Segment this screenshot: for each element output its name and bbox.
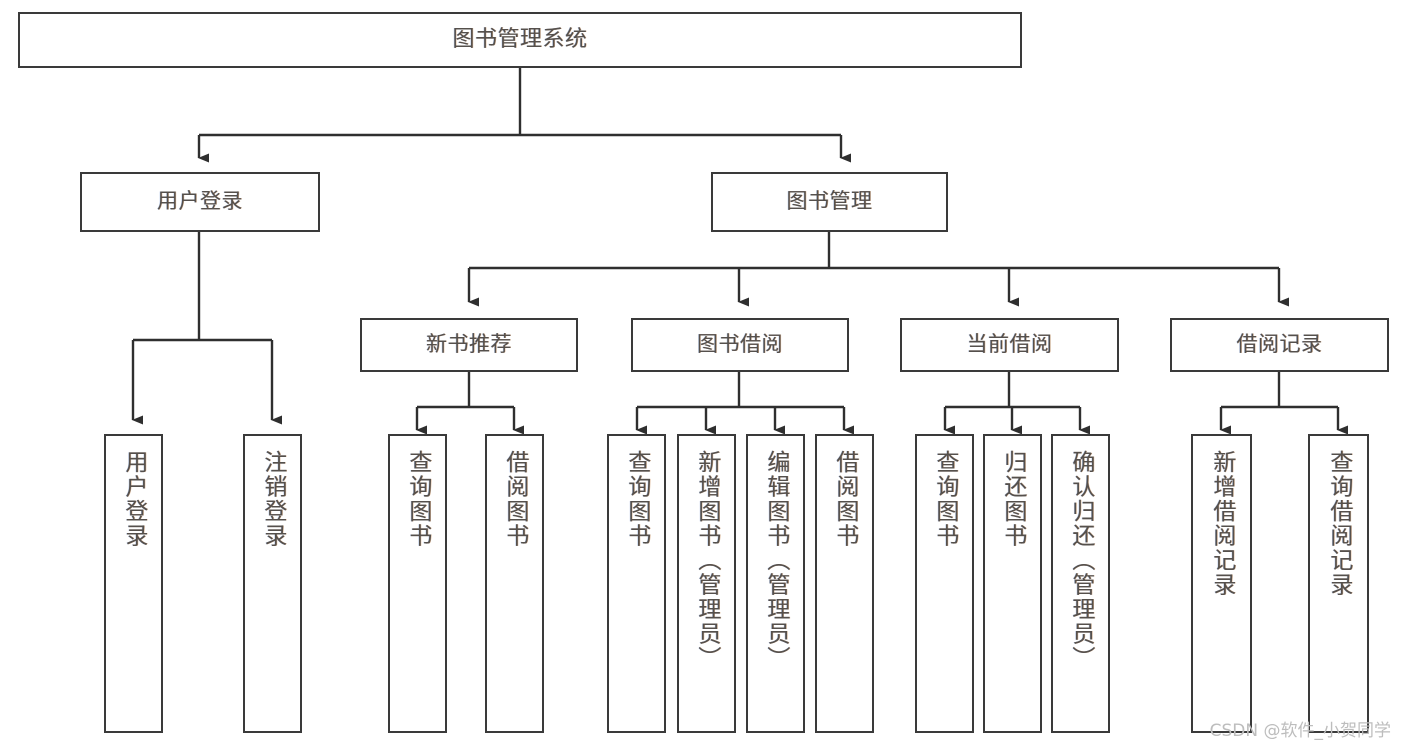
node-leaf-query-book-3[interactable]: 查询图书 <box>915 434 974 733</box>
node-label: 新增借阅记录 <box>1208 450 1235 597</box>
node-leaf-borrow-book-1[interactable]: 借阅图书 <box>485 434 544 733</box>
node-borrowing-record[interactable]: 借阅记录 <box>1170 318 1389 372</box>
node-label: 查询图书 <box>404 450 431 548</box>
node-label: 当前借阅 <box>966 332 1053 357</box>
node-leaf-add-borrow-record[interactable]: 新增借阅记录 <box>1191 434 1252 733</box>
node-leaf-user-logout[interactable]: 注销登录 <box>243 434 302 733</box>
node-book-management[interactable]: 图书管理 <box>711 172 948 232</box>
node-label: 新增图书（管理员） <box>693 450 720 671</box>
node-label: 借阅图书 <box>501 450 528 548</box>
node-label: 编辑图书（管理员） <box>762 450 789 671</box>
node-label: 图书借阅 <box>697 332 783 357</box>
node-leaf-query-book-1[interactable]: 查询图书 <box>388 434 447 733</box>
node-book-borrowing[interactable]: 图书借阅 <box>631 318 849 372</box>
node-label: 图书管理 <box>786 189 873 214</box>
node-leaf-query-borrow-record[interactable]: 查询借阅记录 <box>1308 434 1369 733</box>
node-user-login[interactable]: 用户登录 <box>80 172 320 232</box>
node-new-book-recommendation[interactable]: 新书推荐 <box>360 318 578 372</box>
node-label: 确认归还（管理员） <box>1067 450 1094 671</box>
node-label: 用户登录 <box>157 189 243 214</box>
csdn-watermark: CSDN @软件_小贺同学 <box>1209 721 1391 741</box>
node-leaf-borrow-book-2[interactable]: 借阅图书 <box>815 434 874 733</box>
node-label: 借阅记录 <box>1236 332 1323 357</box>
node-leaf-query-book-2[interactable]: 查询图书 <box>607 434 666 733</box>
node-label: 查询图书 <box>931 450 958 548</box>
node-leaf-user-login[interactable]: 用户登录 <box>104 434 163 733</box>
node-label: 用户登录 <box>120 450 147 548</box>
node-leaf-add-book[interactable]: 新增图书（管理员） <box>677 434 736 733</box>
node-leaf-return-book[interactable]: 归还图书 <box>983 434 1042 733</box>
node-current-borrowing[interactable]: 当前借阅 <box>900 318 1119 372</box>
node-label: 新书推荐 <box>426 332 512 357</box>
node-root-book-management-system[interactable]: 图书管理系统 <box>18 12 1022 68</box>
node-label: 借阅图书 <box>831 450 858 548</box>
node-label: 图书管理系统 <box>452 26 588 52</box>
node-label: 查询图书 <box>623 450 650 548</box>
node-leaf-edit-book[interactable]: 编辑图书（管理员） <box>746 434 805 733</box>
node-label: 注销登录 <box>259 450 286 548</box>
node-label: 查询借阅记录 <box>1325 450 1352 597</box>
node-label: 归还图书 <box>999 450 1026 548</box>
node-leaf-confirm-return[interactable]: 确认归还（管理员） <box>1051 434 1110 733</box>
